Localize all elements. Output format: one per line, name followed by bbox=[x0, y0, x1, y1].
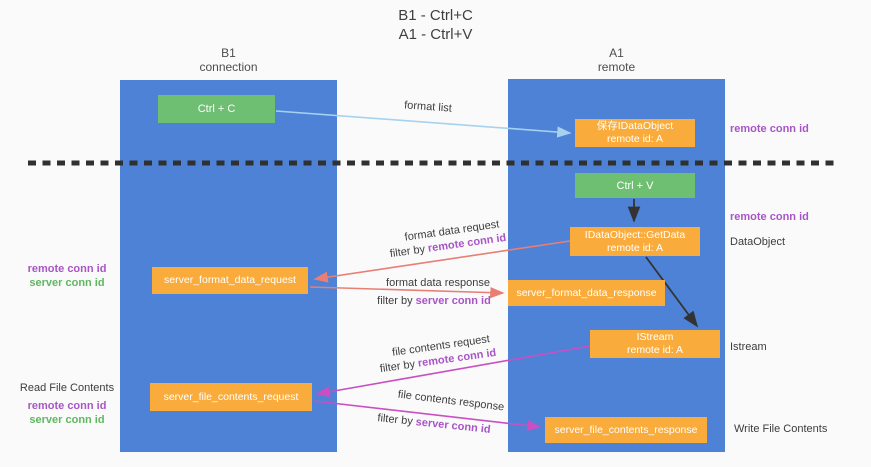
node-server-file-contents-request: server_file_contents_request bbox=[150, 383, 312, 411]
node-ctrl-v-label: Ctrl + V bbox=[616, 179, 654, 192]
node-ctrl-c: Ctrl + C bbox=[158, 95, 275, 123]
node-ctrl-c-label: Ctrl + C bbox=[197, 103, 236, 115]
lane-a1-subtitle: remote bbox=[597, 60, 636, 74]
right-write-file-contents-label: Write File Contents bbox=[734, 423, 828, 435]
node-ctrl-v: Ctrl + V bbox=[575, 173, 695, 198]
node-idataobject-getdata: IDataObject::GetData remote id: A bbox=[570, 227, 700, 256]
node-istream-line1: IStream bbox=[636, 331, 674, 343]
left-server-conn-id-2: server conn id bbox=[29, 414, 105, 426]
node-save-idataobject-line1: 保存IDataObject bbox=[596, 120, 674, 132]
label-format-data-response: format data response bbox=[386, 277, 490, 289]
arrow-format-list bbox=[275, 110, 572, 138]
right-istream-label: Istream bbox=[730, 341, 767, 353]
node-istream-line2: remote id: A bbox=[626, 344, 684, 356]
arrow-getdata-to-istream bbox=[645, 256, 699, 328]
node-server-file-contents-response: server_file_contents_response bbox=[545, 417, 707, 443]
filter-by-text: filter by bbox=[377, 295, 413, 307]
node-save-idataobject: 保存IDataObject remote id: A bbox=[575, 119, 695, 147]
arrow-format-data-request bbox=[313, 240, 571, 283]
node-server-file-contents-response-label: server_file_contents_response bbox=[554, 423, 698, 436]
node-server-format-data-response: server_format_data_response bbox=[508, 280, 665, 306]
left-read-file-contents: Read File Contents bbox=[19, 382, 115, 394]
arrow-format-data-response bbox=[309, 286, 505, 299]
left-label-group-format: remote conn id server conn id bbox=[12, 262, 122, 290]
lane-header-a1: A1 remote bbox=[508, 46, 725, 74]
right-remote-conn-id-mid: remote conn id bbox=[730, 211, 809, 223]
node-getdata-line2: remote id: A bbox=[606, 241, 664, 254]
left-server-conn-id-1: server conn id bbox=[29, 277, 105, 289]
title-line-2: A1 - Ctrl+V bbox=[398, 26, 473, 43]
arrow-file-contents-request bbox=[315, 345, 591, 398]
left-remote-conn-id-2: remote conn id bbox=[27, 400, 107, 412]
title-line-1: B1 - Ctrl+C bbox=[398, 7, 473, 24]
page-title: B1 - Ctrl+C A1 - Ctrl+V bbox=[0, 6, 871, 44]
lane-b1-title: B1 bbox=[221, 46, 236, 60]
node-save-idataobject-line2: remote id: A bbox=[606, 133, 664, 145]
left-label-group-file: Read File Contents remote conn id server… bbox=[12, 381, 122, 427]
node-istream: IStream remote id: A bbox=[590, 330, 720, 358]
lane-b1-subtitle: connection bbox=[199, 60, 258, 74]
node-server-format-data-response-label: server_format_data_response bbox=[516, 286, 657, 299]
node-getdata-line1: IDataObject::GetData bbox=[584, 228, 686, 241]
left-remote-conn-id-1: remote conn id bbox=[27, 263, 107, 275]
lane-a1-title: A1 bbox=[609, 46, 624, 60]
node-server-format-data-request-label: server_format_data_request bbox=[164, 274, 296, 286]
arrow-file-contents-response bbox=[313, 400, 542, 432]
right-remote-conn-id-top: remote conn id bbox=[730, 123, 809, 135]
server-conn-id-emphasis: server conn id bbox=[415, 295, 491, 307]
right-dataobject-label: DataObject bbox=[730, 236, 786, 248]
node-server-format-data-request: server_format_data_request bbox=[152, 267, 308, 294]
lane-header-b1: B1 connection bbox=[120, 46, 337, 74]
node-server-file-contents-request-label: server_file_contents_request bbox=[163, 390, 299, 403]
